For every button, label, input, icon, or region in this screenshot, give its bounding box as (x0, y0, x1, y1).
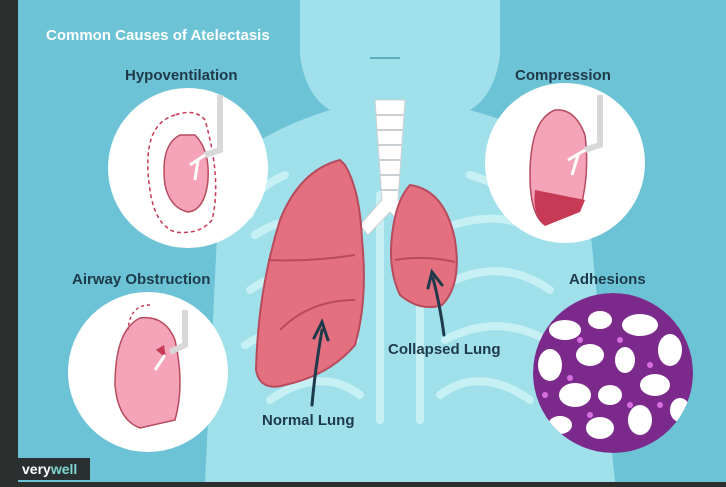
label-airway-obstruction: Airway Obstruction (72, 271, 210, 288)
brand-text-2: well (51, 461, 77, 477)
hypoventilation-diagram (108, 88, 268, 248)
label-hypoventilation: Hypoventilation (125, 67, 238, 84)
label-compression: Compression (515, 67, 611, 84)
infographic-title: Common Causes of Atelectasis (46, 27, 270, 44)
label-normal-lung: Normal Lung (262, 412, 355, 429)
brand-text-1: very (22, 461, 51, 477)
adhesions-diagram (533, 293, 693, 453)
label-adhesions: Adhesions (569, 271, 646, 288)
airway-obstruction-diagram (68, 292, 228, 452)
label-collapsed-lung: Collapsed Lung (388, 341, 501, 358)
compression-diagram (485, 83, 645, 243)
brand-logo: verywell (18, 458, 90, 480)
